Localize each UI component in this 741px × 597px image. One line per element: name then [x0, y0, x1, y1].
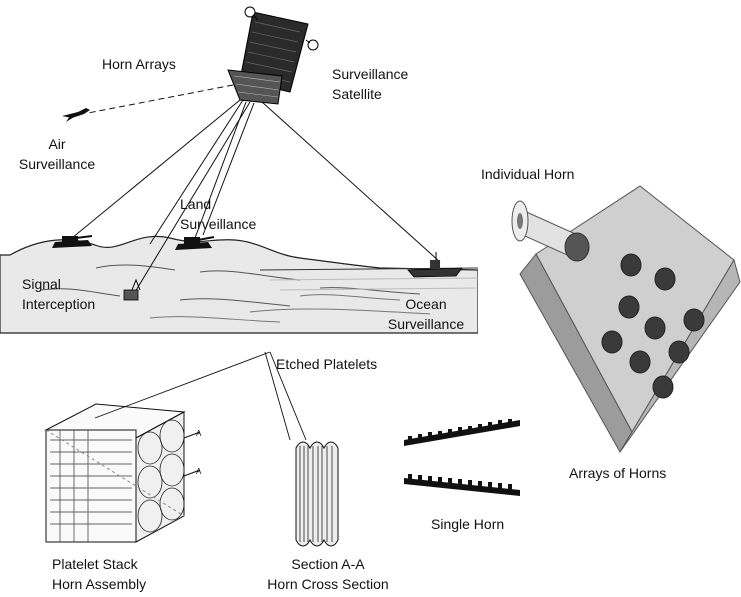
label-land-surveillance: Land Surveillance — [180, 196, 257, 232]
sea-surface — [259, 267, 479, 271]
label-ocean-surveillance: Ocean Surveillance — [387, 296, 465, 332]
section-marker-a: A — [196, 467, 202, 476]
label-air-surveillance: Air Surveillance — [18, 136, 96, 172]
satellite-icon — [227, 6, 319, 105]
tank-icon — [175, 236, 215, 250]
tank-icon — [52, 235, 93, 248]
single-horn-illustration — [404, 419, 520, 496]
platelet-stack-illustration — [44, 403, 201, 543]
ship-icon — [407, 252, 463, 278]
horn-openings — [601, 253, 705, 399]
individual-horn-icon — [511, 200, 590, 262]
horn-cross-section-illustration — [295, 441, 339, 547]
surveillance-scene — [0, 0, 479, 334]
aircraft-icon — [62, 108, 90, 122]
leader-lines — [94, 351, 307, 441]
label-arrays-of-horns: Arrays of Horns — [569, 465, 667, 481]
label-single-horn: Single Horn — [431, 516, 505, 532]
section-marker-a: A — [196, 429, 202, 438]
ground-station-icon — [123, 278, 141, 301]
label-individual-horn: Individual Horn — [481, 166, 575, 182]
label-signal-interception: Signal Interception — [22, 276, 96, 312]
label-section-aa: Section A-A Horn Cross Section — [267, 556, 389, 592]
label-horn-arrays: Horn Arrays — [102, 56, 176, 72]
label-platelet-stack: Platelet Stack Horn Assembly — [52, 556, 147, 592]
arrays-of-horns-illustration — [478, 185, 741, 463]
label-etched-platelets: Etched Platelets — [276, 356, 378, 372]
signal-beams — [71, 84, 441, 293]
label-surveillance-satellite: Surveillance Satellite — [332, 66, 409, 102]
